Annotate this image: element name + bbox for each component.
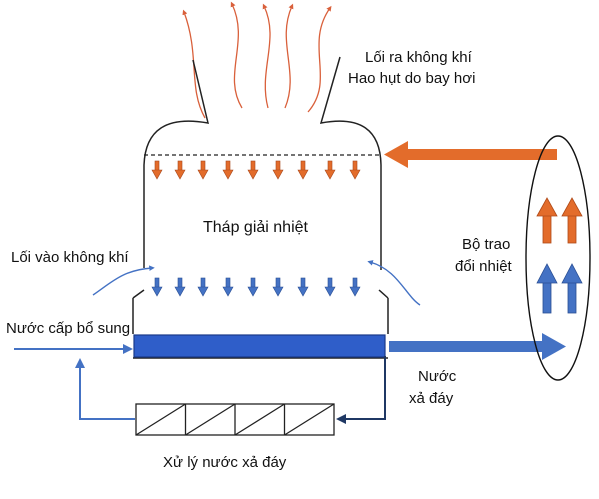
blowdown-treatment-label: Xử lý nước xả đáy [163, 454, 287, 471]
air-outlet-label: Lối ra không khí [365, 49, 473, 66]
tower-left-skirt [132, 289, 145, 334]
heat-exchanger-label-line2: đổi nhiệt [455, 258, 513, 275]
hot-water-arrow-1 [151, 160, 163, 180]
exhaust-arrow-4 [284, 3, 294, 109]
hx-orange-arrow-right [561, 197, 583, 244]
tower-right-wall [319, 56, 382, 270]
cold-water-arrow-8 [324, 277, 336, 297]
blowdown-label-line2: xả đáy [409, 390, 454, 407]
evaporation-loss-label: Hao hụt do bay hơi [348, 70, 475, 87]
hot-water-arrow-2 [174, 160, 186, 180]
cold-water-arrow-9 [349, 277, 361, 297]
hx-blue-arrow-left [536, 263, 558, 314]
heat-exchanger-arrows [536, 197, 583, 314]
hot-water-arrow-7 [297, 160, 309, 180]
hot-water-arrows [151, 160, 361, 180]
makeup-water-label: Nước cấp bổ sung [6, 320, 130, 337]
hot-water-arrow-4 [222, 160, 234, 180]
hx-blue-arrow-right [561, 263, 583, 314]
hot-water-arrow-6 [272, 160, 284, 180]
blowdown-treatment-unit [135, 403, 335, 436]
exhaust-arrow-3 [262, 3, 271, 109]
exhaust-arrow-2 [230, 1, 243, 109]
tower-left-wall [143, 59, 209, 268]
collection-basin [133, 334, 386, 358]
cooling-tower-body [132, 56, 389, 359]
hot-water-arrow-9 [349, 160, 361, 180]
exhaust-arrow-5 [307, 5, 332, 113]
cold-supply-arrow [389, 333, 566, 360]
hot-water-arrow-8 [324, 160, 336, 180]
cold-water-arrow-4 [222, 277, 234, 297]
cold-water-arrow-2 [174, 277, 186, 297]
air-inlet-arrow-right [367, 260, 421, 306]
hot-water-arrow-5 [247, 160, 259, 180]
cold-water-arrow-1 [151, 277, 163, 297]
air-inlet-arrow-left [92, 265, 155, 296]
heat-exchanger-ellipse [525, 135, 591, 381]
cold-water-arrow-5 [247, 277, 259, 297]
blowdown-label-line1: Nước [418, 368, 457, 385]
hot-water-arrow-3 [197, 160, 209, 180]
cold-water-arrow-6 [272, 277, 284, 297]
cold-water-arrow-3 [197, 277, 209, 297]
recycle-pipe [75, 358, 135, 420]
hot-return-arrow [384, 141, 557, 168]
exhaust-arrows [182, 1, 332, 119]
hx-orange-arrow-left [536, 197, 558, 244]
tower-right-skirt [378, 289, 389, 334]
tower-label: Tháp giải nhiệt [203, 219, 309, 236]
air-inlet-label: Lối vào không khí [11, 249, 129, 266]
blowdown-pipe [336, 356, 386, 424]
cold-water-arrow-7 [297, 277, 309, 297]
cold-water-arrows [151, 277, 361, 297]
heat-exchanger-label-line1: Bộ trao [462, 236, 510, 253]
exhaust-arrow-1 [182, 9, 206, 119]
